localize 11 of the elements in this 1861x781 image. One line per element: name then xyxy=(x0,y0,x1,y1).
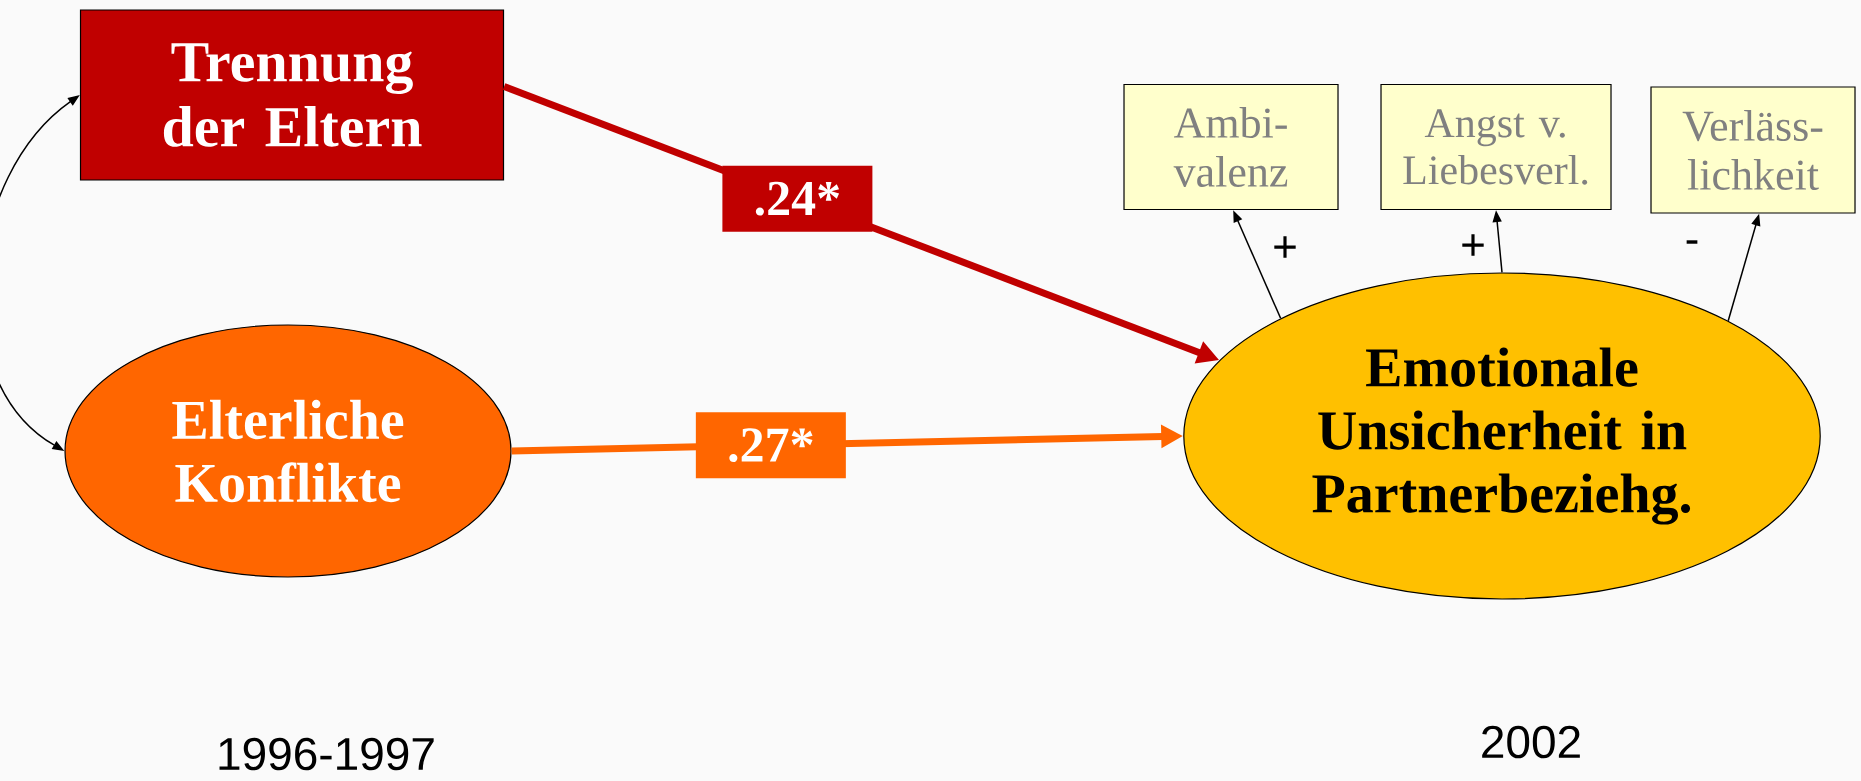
indicator-box: Angst v. Liebesverl. xyxy=(1380,83,1612,211)
indicator-box: Ambi- valenz xyxy=(1123,83,1339,211)
year-label: 1996-1997 xyxy=(219,737,434,771)
edge-label: - xyxy=(1686,240,1698,244)
cause-box: Trennung der Eltern xyxy=(79,9,505,181)
indicator-box: Verläss- lichkeit xyxy=(1650,86,1856,214)
edge-label: .24* xyxy=(722,165,873,232)
year-label: 2002 xyxy=(1482,725,1580,759)
edge-label: + xyxy=(1274,236,1296,258)
edge-label: .27* xyxy=(695,412,846,479)
edge-label: + xyxy=(1462,234,1484,256)
